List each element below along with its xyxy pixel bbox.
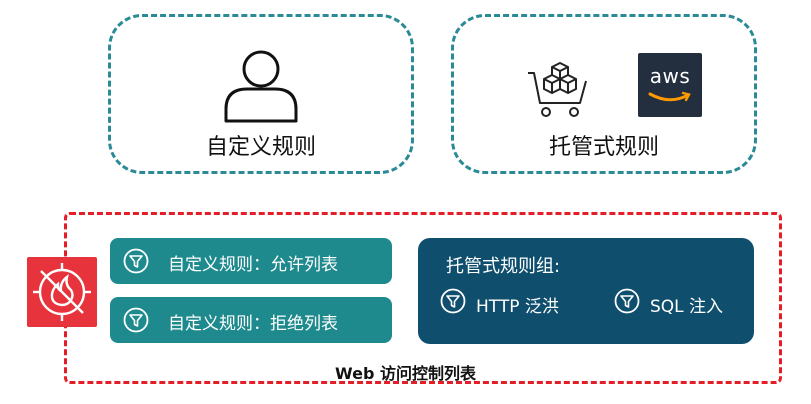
deny-list-label: 自定义规则：拒绝列表	[168, 314, 338, 334]
user-icon	[221, 45, 301, 127]
marketplace-cart-icon	[526, 59, 590, 123]
aws-smile-icon	[648, 91, 691, 102]
filter-icon	[123, 307, 149, 338]
allow-list-label: 自定义规则：允许列表	[168, 255, 338, 275]
custom-rule-deny-list: 自定义规则：拒绝列表	[110, 297, 392, 343]
managed-rules-card: aws 托管式规则	[451, 14, 757, 174]
managed-rule-group: 托管式规则组: HTTP 泛洪 SQL 注入	[418, 238, 754, 344]
http-flood-label: HTTP 泛洪	[476, 297, 559, 317]
managed-rule-group-title: 托管式规则组:	[446, 256, 561, 277]
filter-icon	[614, 288, 640, 319]
waf-firewall-icon	[27, 257, 97, 327]
filter-icon	[123, 248, 149, 279]
custom-rule-allow-list: 自定义规则：允许列表	[110, 238, 392, 284]
aws-logo: aws	[638, 53, 702, 117]
custom-rules-label: 自定义规则	[205, 135, 316, 160]
sql-injection-label: SQL 注入	[650, 297, 724, 317]
aws-logo-text: aws	[649, 64, 691, 88]
custom-rules-card: 自定义规则	[108, 14, 414, 174]
web-acl-caption: Web 访问控制列表	[335, 364, 476, 383]
managed-rules-label: 托管式规则	[548, 135, 659, 160]
filter-icon	[440, 288, 466, 319]
